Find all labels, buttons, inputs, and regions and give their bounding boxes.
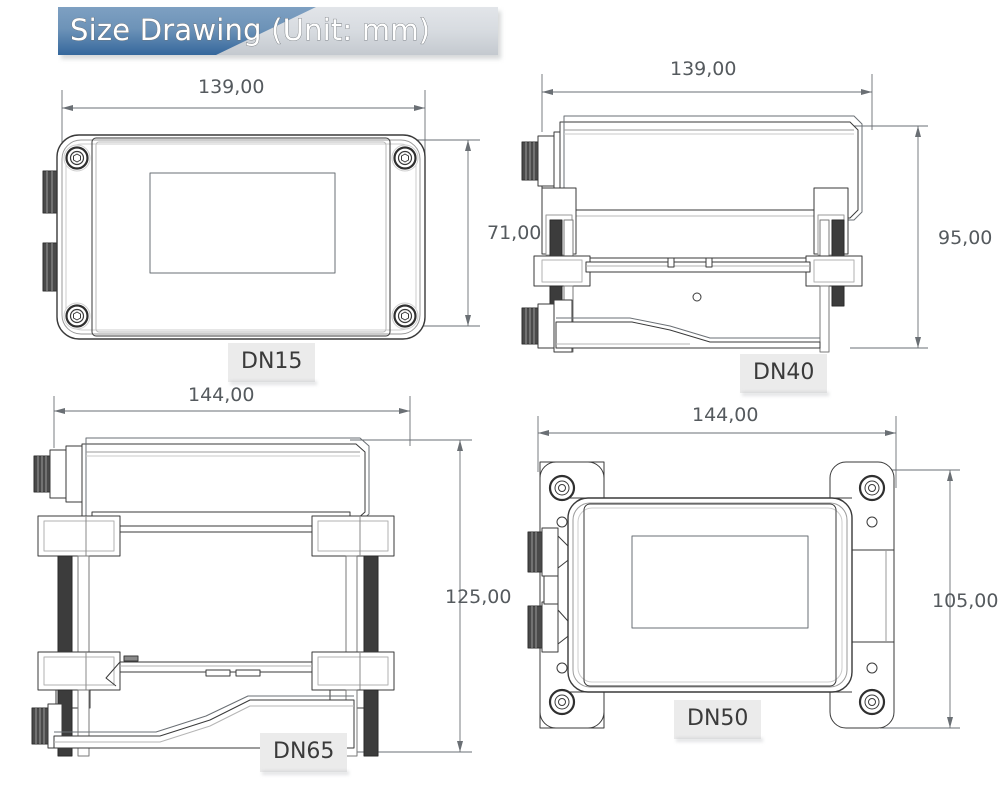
clamp-right-top-dn65 bbox=[311, 515, 395, 557]
bracket-screw-bottom-right-dn50 bbox=[858, 688, 886, 716]
display-window-dn15 bbox=[149, 172, 336, 274]
bracket-screw-bottom-left-dn50 bbox=[548, 688, 576, 716]
dim-height-dn50 bbox=[880, 469, 960, 729]
dim-label-dn50-width: 144,00 bbox=[692, 404, 759, 426]
banner-background bbox=[58, 7, 498, 55]
dim-width-dn40 bbox=[541, 74, 873, 132]
clamp-left-top-dn65 bbox=[37, 515, 121, 557]
figure-label-dn65-text: DN65 bbox=[273, 739, 335, 764]
title-banner: Size Drawing (Unit: mm) bbox=[58, 7, 501, 59]
figure-label-dn40: DN40 bbox=[740, 354, 830, 396]
figure-label-dn15-text: DN15 bbox=[241, 349, 303, 374]
dim-label-dn40-height: 95,00 bbox=[938, 227, 993, 249]
dim-label-dn40-width: 139,00 bbox=[670, 58, 737, 80]
dim-label-dn15-height: 71,00 bbox=[487, 222, 542, 244]
dim-label-dn50-height: 105,00 bbox=[932, 590, 999, 612]
figure-label-dn15: DN15 bbox=[228, 343, 318, 385]
dim-label-dn65-width: 144,00 bbox=[188, 384, 255, 406]
figure-dn15: 139,00 71,00 bbox=[40, 76, 541, 368]
dim-height-dn40 bbox=[850, 125, 928, 349]
chip-shadow bbox=[742, 392, 830, 396]
clamp-right-dn40 bbox=[805, 187, 863, 353]
cable-gland-lower-dn50 bbox=[527, 601, 577, 653]
enclosure-body-dn40 bbox=[559, 115, 863, 259]
chip-shadow bbox=[230, 381, 318, 385]
page-title: Size Drawing (Unit: mm) bbox=[70, 13, 431, 48]
figure-dn50: 144,00 105,00 bbox=[500, 404, 998, 785]
cable-gland-upper-dn65 bbox=[33, 445, 89, 503]
cable-gland-upper-dn50 bbox=[527, 527, 577, 577]
chip-shadow bbox=[262, 771, 350, 775]
figure-dn65: 144,00 125,00 bbox=[20, 384, 511, 775]
threaded-rods-dn65 bbox=[57, 555, 379, 657]
figure-label-dn40-text: DN40 bbox=[753, 360, 815, 385]
cable-gland-lower-dn65 bbox=[31, 703, 63, 749]
port-hole-dn40 bbox=[692, 292, 702, 302]
dim-label-dn15-width: 139,00 bbox=[198, 76, 265, 98]
figure-label-dn65: DN65 bbox=[260, 733, 350, 775]
corner-screws-dn15 bbox=[63, 144, 419, 330]
enclosure-body-dn65 bbox=[81, 437, 370, 527]
dim-label-dn65-height: 125,00 bbox=[445, 586, 512, 608]
pipe-bar-dn40 bbox=[585, 257, 811, 273]
bracket-screw-top-right-dn50 bbox=[858, 474, 886, 502]
figure-dn40: 139,00 95,00 bbox=[520, 58, 993, 390]
figure-label-dn50-text: DN50 bbox=[687, 706, 749, 731]
dim-width-dn65 bbox=[53, 396, 411, 448]
strap-dn40 bbox=[555, 317, 821, 349]
chip-shadow bbox=[676, 738, 764, 742]
dim-width-dn50 bbox=[537, 416, 897, 488]
sensor-rail-dn65 bbox=[105, 655, 313, 687]
figure-label-dn50: DN50 bbox=[674, 700, 764, 742]
bracket-screw-top-left-dn50 bbox=[548, 474, 576, 502]
display-window-dn50 bbox=[631, 535, 809, 629]
gland-spacer-dn50 bbox=[543, 575, 559, 605]
